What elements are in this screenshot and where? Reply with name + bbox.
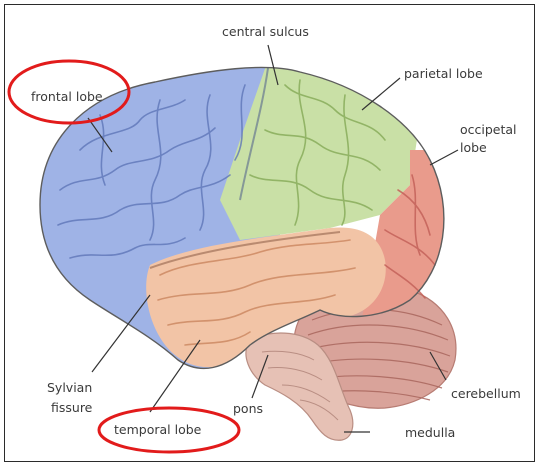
label-occipetal-line2: lobe: [460, 140, 487, 155]
label-sylvian-line2: fissure: [51, 400, 93, 415]
leader-occipetal-lobe: [430, 150, 458, 165]
label-central-sulcus: central sulcus: [222, 24, 309, 39]
label-cerebellum: cerebellum: [451, 386, 521, 401]
label-pons: pons: [233, 401, 263, 416]
label-frontal-lobe: frontal lobe: [31, 89, 103, 104]
leader-parietal-lobe: [362, 78, 400, 110]
label-medulla: medulla: [405, 425, 455, 440]
label-sylvian-line1: Sylvian: [47, 380, 92, 395]
label-temporal-lobe: temporal lobe: [114, 422, 202, 437]
label-occipetal-line1: occipetal: [460, 122, 517, 137]
label-parietal-lobe: parietal lobe: [404, 66, 483, 81]
